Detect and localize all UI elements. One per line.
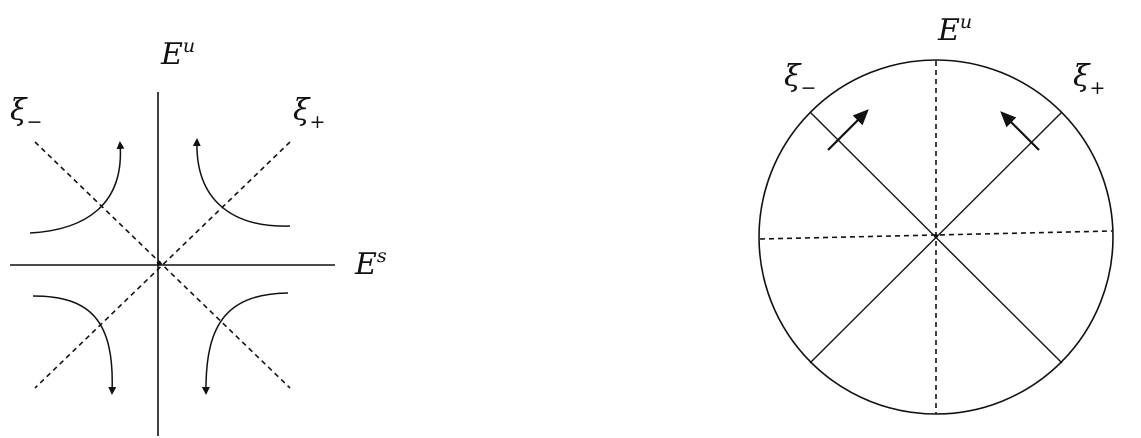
trajectory-lower-left bbox=[32, 295, 117, 395]
trajectory-upper-right bbox=[192, 138, 291, 227]
label-xi-plus-left: ξ+ bbox=[293, 93, 325, 133]
label-eu-right: Eu bbox=[937, 11, 972, 48]
circle-direction-diagram: Eu ξ− ξ+ bbox=[758, 11, 1114, 415]
trajectory-upper-left bbox=[29, 141, 125, 234]
label-es: Es bbox=[354, 245, 387, 282]
saddle-phase-portrait: Eu Es ξ− ξ+ bbox=[10, 35, 387, 436]
arrow-xi-plus bbox=[1000, 111, 1040, 151]
center-point bbox=[934, 234, 938, 238]
origin-point bbox=[156, 260, 162, 266]
label-xi-minus-right: ξ− bbox=[784, 59, 816, 99]
trajectory-lower-right bbox=[201, 292, 289, 395]
arrow-xi-minus bbox=[827, 109, 869, 151]
label-xi-plus-right: ξ+ bbox=[1073, 59, 1105, 99]
label-eu-left: Eu bbox=[160, 35, 195, 72]
dashed-horizontal-diameter bbox=[759, 230, 1113, 240]
label-xi-minus-left: ξ− bbox=[10, 93, 42, 133]
